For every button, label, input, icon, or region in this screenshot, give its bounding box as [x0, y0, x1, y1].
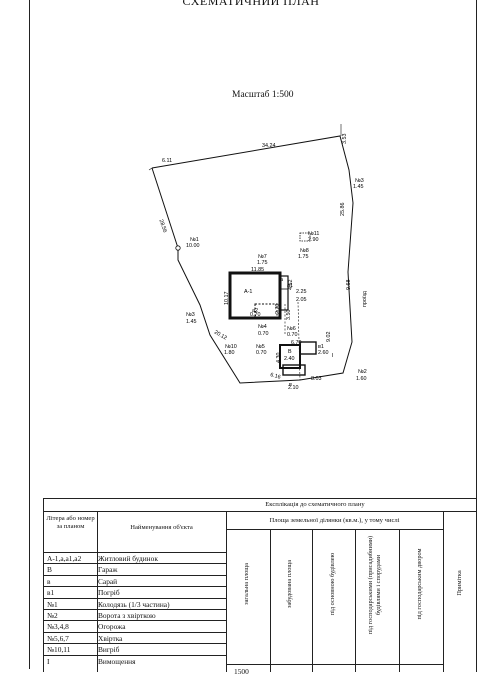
svg-text:№11: №11 [308, 231, 319, 237]
svg-text:№5: №5 [256, 344, 265, 350]
svg-text:№10: №10 [225, 344, 237, 350]
svg-text:1.60: 1.60 [356, 376, 367, 382]
svg-text:10.00: 10.00 [186, 243, 200, 249]
pit-11 [299, 232, 311, 242]
svg-text:№8: №8 [300, 248, 309, 254]
svg-text:А-1: А-1 [244, 289, 252, 295]
table-grid: Літера або номер за планом Найменування … [44, 512, 476, 676]
svg-text:0.70: 0.70 [250, 312, 261, 318]
svg-text:№3: №3 [186, 312, 195, 318]
col-header-note: Примітка [456, 570, 463, 596]
svg-text:11.85: 11.85 [251, 267, 264, 273]
svg-text:34.24: 34.24 [262, 143, 276, 149]
explication-table: Експлікація до схематичного плану Літера… [43, 498, 477, 676]
svg-text:6.16: 6.16 [269, 372, 281, 381]
svg-text:9.68: 9.68 [346, 280, 352, 291]
col-header-name: Найменування об'єкта [130, 524, 193, 531]
well-marker [175, 245, 181, 251]
svg-text:1.80: 1.80 [224, 350, 235, 356]
svg-text:4.62: 4.62 [288, 280, 294, 291]
svg-text:3.53: 3.53 [342, 134, 348, 145]
svg-text:а: а [280, 277, 283, 283]
svg-text:2.40: 2.40 [284, 356, 295, 362]
parcel-boundary [151, 135, 354, 384]
svg-text:1.45: 1.45 [186, 319, 197, 325]
garage-b [279, 344, 301, 369]
svg-text:1.75: 1.75 [257, 260, 268, 266]
parcel-boundary-west [151, 167, 179, 249]
svg-text:2.25: 2.25 [296, 289, 307, 295]
svg-text:6.11: 6.11 [162, 158, 172, 164]
svg-text:0.70: 0.70 [256, 350, 267, 356]
sub-header-total: загальна площа [243, 563, 250, 605]
svg-text:6.70: 6.70 [291, 340, 302, 346]
svg-text:в1: в1 [318, 344, 324, 350]
svg-text:9.02: 9.02 [326, 332, 332, 343]
svg-text:№1: №1 [190, 237, 199, 243]
site-plan-drawing: 34.24 6.11 3.53 28.56 25.86 10.00 9.68 9… [148, 124, 368, 391]
table-title: Експлікація до схематичного плану [44, 499, 476, 512]
cellar-v1 [299, 341, 317, 355]
house-a1-annex [279, 275, 289, 311]
svg-text:а2: а2 [252, 308, 258, 314]
svg-text:1.45: 1.45 [353, 184, 364, 190]
svg-text:4.30: 4.30 [276, 353, 282, 364]
scale-label: Масштаб 1:500 [232, 90, 294, 100]
shed-v [282, 364, 306, 376]
svg-text:проїзд: проїзд [362, 290, 368, 307]
svg-text:2.70: 2.70 [275, 304, 281, 315]
svg-text:№3: №3 [355, 178, 364, 184]
sub-header-yard: під господарським двором [416, 548, 423, 620]
svg-text:2.10: 2.10 [288, 385, 299, 391]
svg-text:8.03: 8.03 [311, 376, 322, 382]
svg-text:№4: №4 [258, 324, 267, 330]
svg-text:3.50: 3.50 [286, 310, 292, 321]
svg-text:10.17: 10.17 [224, 292, 230, 306]
sub-header-built: забудована площа [286, 559, 293, 609]
svg-text:2.90: 2.90 [308, 237, 319, 243]
svg-text:28.56: 28.56 [157, 219, 167, 234]
col-header-code: Літера або номер за планом [46, 515, 95, 530]
svg-text:2.05: 2.05 [296, 297, 307, 303]
svg-text:№7: №7 [258, 254, 267, 260]
house-a2 [254, 303, 278, 319]
sub-header-auxiliary: під господарськими (присадибними) будівл… [367, 535, 382, 635]
svg-text:20.12: 20.12 [213, 330, 228, 342]
page-title: СХЕМАТИЧНИЙ ПЛАН [182, 0, 320, 8]
svg-text:в: в [289, 382, 292, 388]
svg-text:В: В [288, 349, 292, 355]
svg-text:25.86: 25.86 [340, 203, 346, 217]
svg-text:0.70: 0.70 [258, 331, 269, 337]
total-area-value: 1500 [234, 667, 249, 676]
sub-header-main: під основною будівлею [329, 552, 336, 616]
svg-text:1.75: 1.75 [298, 254, 309, 260]
col-header-area: Площа земельної ділянки (кв.м.), у тому … [269, 517, 400, 524]
svg-text:а1: а1 [287, 283, 293, 289]
page-border [29, 0, 477, 669]
svg-text:№6: №6 [287, 326, 296, 332]
svg-text:0.70: 0.70 [287, 332, 298, 338]
svg-text:№2: №2 [358, 369, 367, 375]
svg-text:2.60: 2.60 [318, 350, 329, 356]
svg-text:I: I [332, 353, 334, 359]
